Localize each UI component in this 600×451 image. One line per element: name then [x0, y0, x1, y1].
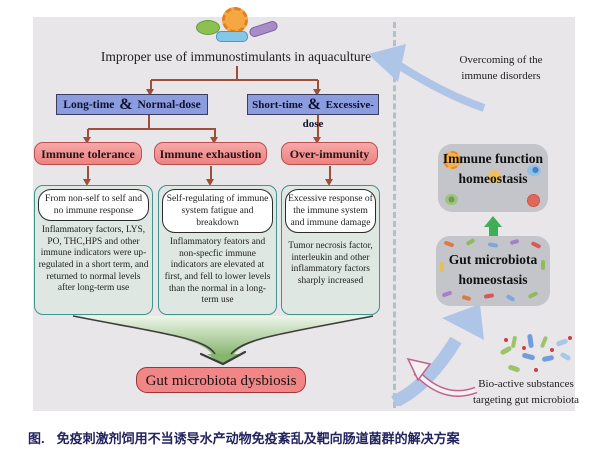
connector-line [87, 129, 89, 137]
bacteria-icon [507, 364, 521, 373]
connector-line [87, 166, 89, 179]
detail-headline: Self-regulating of immune system fatigue… [162, 189, 273, 233]
blue-cell-icon [527, 165, 541, 176]
green-up-arrow-stem [489, 226, 498, 237]
detail-body: Tumor necrosis factor, interleukin and o… [288, 240, 373, 286]
bacteria-icon [527, 333, 534, 349]
bacteria-dot-icon [534, 368, 538, 372]
red-virus-icon [527, 194, 540, 207]
gut-box-label: Gut microbiota homeostasis [448, 252, 538, 287]
arrow-down-icon [210, 137, 218, 144]
blue-rod-microbe-icon [216, 31, 248, 42]
yellow-cell-icon [488, 170, 501, 183]
bacteria-icon [555, 338, 569, 347]
connector-line [148, 113, 150, 129]
bacteria-dot-icon [568, 336, 572, 340]
ampersand: & [119, 96, 133, 113]
pink-curved-arrow-icon [406, 357, 478, 397]
bioactive-note: Bio-active substances targeting gut micr… [472, 378, 580, 406]
blue-curved-arrow-icon [368, 44, 486, 112]
connector-line [317, 113, 319, 137]
connector-line [150, 80, 152, 89]
connector-line [317, 80, 319, 89]
detail-box-tolerance: From non-self to self and no immune resp… [34, 185, 153, 315]
orange-sun-microbe-icon [222, 7, 248, 33]
green-cell-icon [445, 194, 458, 205]
connector-line [236, 66, 238, 79]
result-box-dysbiosis: Gut microbiota dysbiosis [136, 367, 306, 393]
dose-pre: Long-time [63, 99, 115, 111]
bacteria-icon [487, 242, 499, 248]
dose-pre: Short-time [252, 99, 303, 111]
bacteria-icon [440, 262, 444, 272]
bacteria-icon [443, 240, 455, 248]
overcoming-note: Overcoming of the immune disorders [459, 54, 543, 82]
outcome-box-immune-exhaustion: Immune exhaustion [154, 142, 267, 165]
bacteria-icon [521, 352, 536, 361]
bacteria-icon [539, 335, 549, 349]
bacteria-icon [441, 290, 453, 298]
caption-text: 免疫刺激剂饲用不当诱导水产动物免疫紊乱及靶向肠道菌群的解决方案 [56, 431, 460, 446]
figure-caption: 图. 免疫刺激剂饲用不当诱导水产动物免疫紊乱及靶向肠道菌群的解决方案 [28, 428, 460, 447]
dose-box-long-time: Long-time & Normal-dose [56, 94, 208, 115]
bacteria-icon [530, 241, 542, 249]
connector-line [214, 129, 216, 137]
ampersand: & [307, 96, 321, 113]
bacteria-dot-icon [550, 348, 554, 352]
detail-box-exhaustion: Self-regulating of immune system fatigue… [158, 185, 277, 315]
funnel-graphic [72, 315, 374, 366]
dose-post: Excessive-dose [302, 99, 374, 130]
dose-post: Normal-dose [137, 99, 201, 111]
immune-function-homeostasis-box: Immune function homeostasis [438, 144, 548, 212]
bacteria-dot-icon [522, 346, 526, 350]
sun-cell-icon [443, 151, 461, 169]
arrow-down-icon [206, 179, 214, 186]
bacteria-icon [559, 351, 572, 362]
arrow-down-icon [146, 89, 154, 96]
bacteria-icon [527, 291, 539, 299]
connector-line [88, 128, 216, 130]
arrow-down-icon [325, 179, 333, 186]
bacteria-icon [505, 294, 516, 302]
connector-line [210, 166, 212, 179]
bacteria-dot-icon [504, 338, 508, 342]
bacteria-icon [541, 354, 555, 363]
detail-box-over-immunity: Excessive response of the immune system … [281, 185, 380, 315]
outcome-box-over-immunity: Over-immunity [281, 142, 378, 165]
bacteria-cluster [498, 333, 574, 378]
dose-box-short-time: Short-time & Excessive-dose [247, 94, 379, 130]
gut-microbiota-homeostasis-box: Gut microbiota homeostasis [436, 236, 550, 306]
outcome-box-immune-tolerance: Immune tolerance [34, 142, 142, 165]
detail-headline: Excessive response of the immune system … [285, 189, 376, 233]
bacteria-icon [510, 335, 518, 349]
bacteria-icon [541, 260, 545, 270]
connector-line [329, 166, 331, 179]
dashed-divider [393, 22, 396, 408]
green-up-arrow-icon [484, 216, 502, 227]
bacteria-icon [509, 238, 520, 246]
connector-line [151, 79, 318, 81]
green-microbe-icon [196, 20, 220, 35]
arrow-down-icon [313, 137, 321, 144]
bacteria-icon [499, 345, 513, 356]
arrow-down-icon [83, 137, 91, 144]
detail-body: Inflammatory factors, LYS, PO, THC,HPS a… [38, 224, 149, 294]
detail-headline: From non-self to self and no immune resp… [38, 189, 149, 221]
bacteria-icon [465, 238, 476, 246]
diagram-title: Improper use of immunostimulants in aqua… [100, 49, 372, 64]
immune-box-label: Immune function homeostasis [442, 151, 544, 186]
caption-prefix: 图. [28, 431, 45, 446]
arrow-down-icon [83, 179, 91, 186]
arrow-down-icon [313, 89, 321, 96]
detail-body: Inflammatory feators and non-specfic imm… [164, 236, 271, 306]
